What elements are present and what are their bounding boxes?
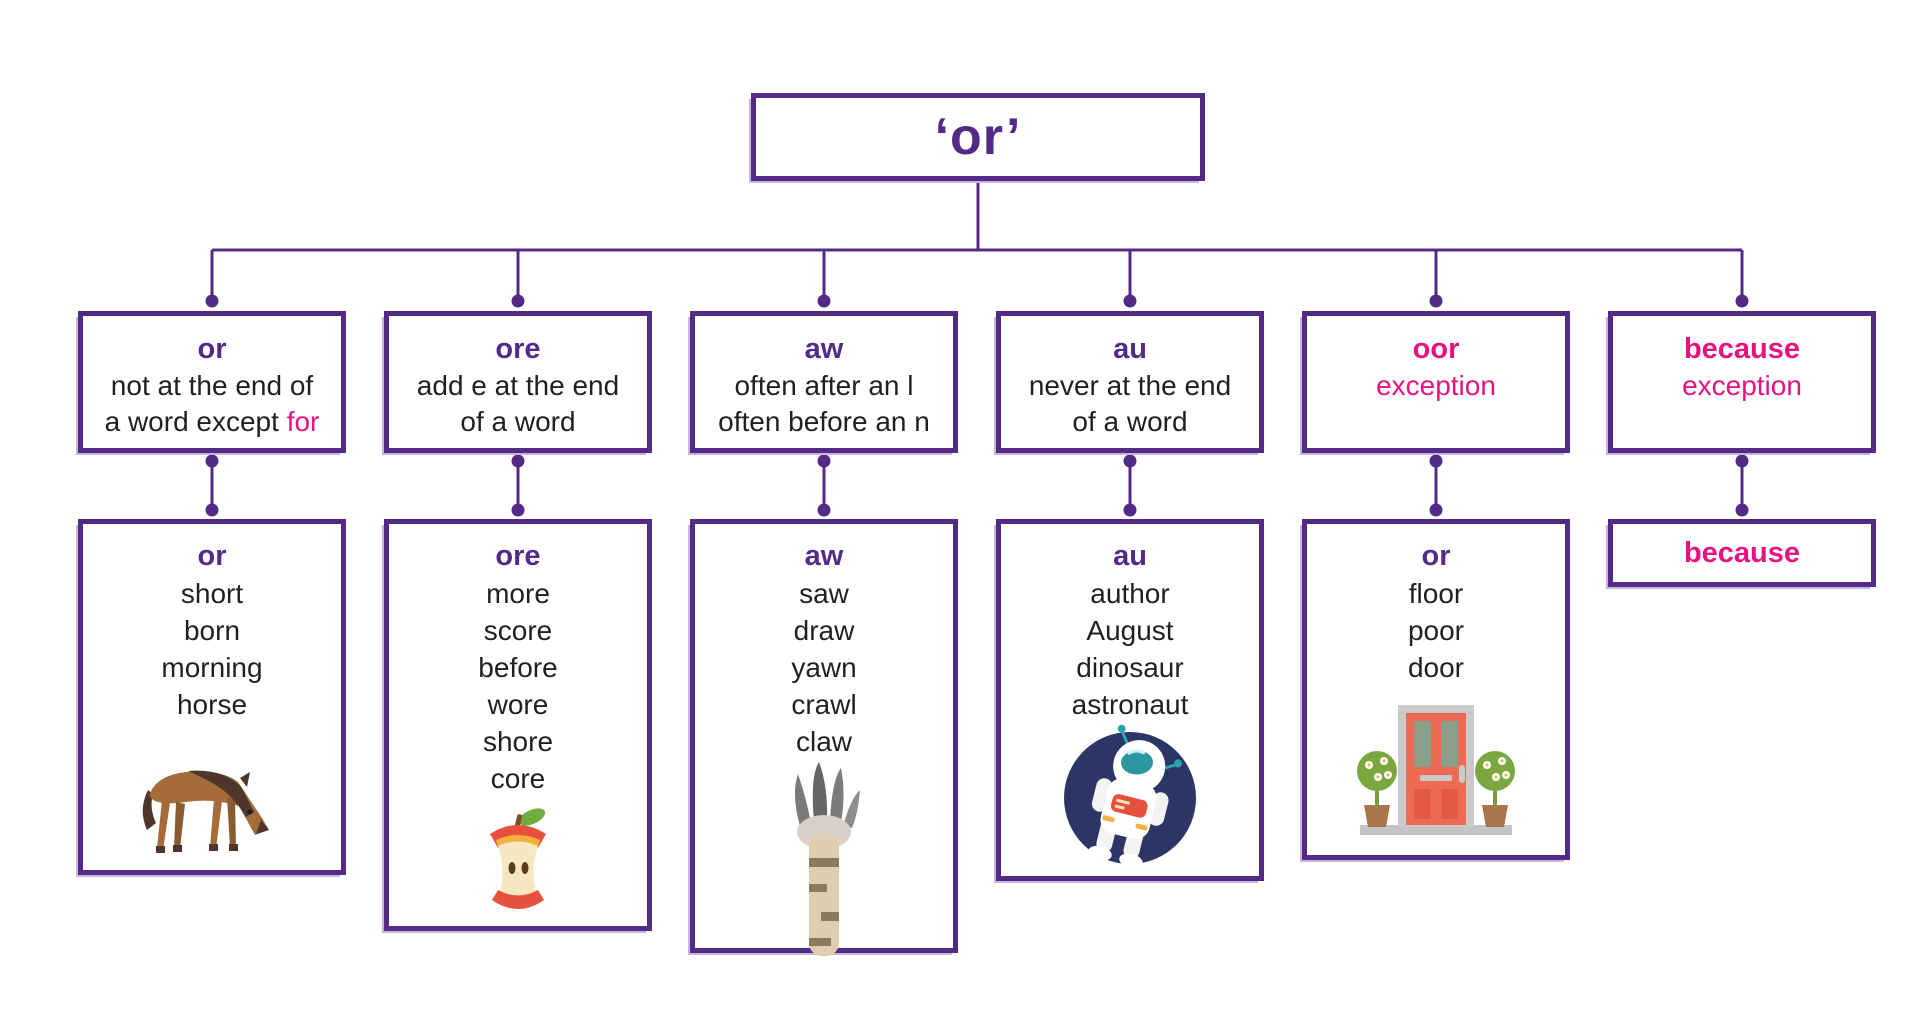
examples-box-or: or short born morning horse [78, 519, 346, 875]
rule-text-line: often after an l [734, 370, 914, 401]
example-word: yawn [791, 652, 857, 683]
rule-box-au: au never at the end of a word [996, 311, 1264, 453]
rule-text: not at the end of [110, 370, 314, 401]
example-word: born [183, 615, 241, 646]
apple-core-illustration [490, 808, 546, 909]
examples-box-because: because [1608, 519, 1876, 587]
rule-text-line: never at the end [1028, 370, 1232, 401]
example-word: wore [487, 689, 549, 720]
rule-box-oor: oor exception [1302, 311, 1570, 453]
examples-box-ore: ore more score before wore shore core [384, 519, 652, 931]
example-word: dinosaur [1076, 652, 1184, 683]
examples-heading: aw [804, 540, 844, 572]
rule-box-or: or not at the end of a word except for [78, 311, 346, 453]
examples-heading: because [1683, 537, 1801, 569]
example-word: before [478, 652, 558, 683]
front-door-illustration [1357, 705, 1515, 835]
examples-box-au: au author August dinosaur astronaut [996, 519, 1264, 881]
rule-text: a word except [104, 406, 287, 437]
example-word: poor [1407, 615, 1465, 646]
examples-box-oor: or floor poor door [1302, 519, 1570, 860]
rule-text-line: a word except for [105, 404, 320, 440]
examples-box-aw: aw saw draw yawn crawl claw [690, 519, 958, 956]
examples-heading: or [1421, 540, 1451, 572]
example-word: draw [793, 615, 855, 646]
rule-heading-oor: oor [1412, 333, 1460, 365]
example-word: claw [795, 726, 852, 757]
rule-heading-au: au [1113, 333, 1147, 365]
rule-heading-or: or [197, 333, 227, 365]
example-word: astronaut [1071, 689, 1189, 720]
example-word: door [1407, 652, 1465, 683]
horse-grazing-illustration [142, 770, 269, 853]
root-box-or-sound: ‘or’ [751, 93, 1205, 181]
rule-text-line: often before an n [718, 406, 930, 437]
example-word: score [483, 615, 553, 646]
example-word: morning [161, 652, 263, 683]
example-word: August [1086, 615, 1174, 646]
rule-text-line: add e at the end [416, 370, 620, 401]
rule-text-highlight: for [286, 406, 320, 437]
rule-box-aw: aw often after an l often before an n [690, 311, 958, 453]
examples-heading: or [197, 540, 227, 572]
example-word: shore [482, 726, 554, 757]
example-word: author [1090, 578, 1170, 609]
example-word: more [486, 578, 550, 609]
bird-claw-illustration [794, 762, 860, 956]
rule-box-ore: ore add e at the end of a word [384, 311, 652, 453]
rule-heading-aw: aw [804, 333, 844, 365]
example-word: floor [1408, 578, 1464, 609]
examples-heading: au [1113, 540, 1147, 572]
rule-text-line: exception [1376, 370, 1496, 401]
rule-text-line: not at the end of [111, 368, 313, 404]
example-word: crawl [791, 689, 857, 720]
example-word: core [490, 763, 546, 794]
examples-heading: ore [495, 540, 541, 572]
astronaut-illustration [1064, 724, 1196, 869]
rule-text-line: of a word [1072, 406, 1188, 437]
rule-heading-ore: ore [495, 333, 541, 365]
rule-text-line: exception [1682, 370, 1802, 401]
root-label: ‘or’ [934, 108, 1022, 166]
rule-heading-because: because [1683, 333, 1801, 365]
rule-box-because: because exception [1608, 311, 1876, 453]
example-word: saw [799, 578, 849, 609]
example-word: short [180, 578, 244, 609]
rule-text-line: of a word [460, 406, 576, 437]
example-word: horse [176, 689, 248, 720]
